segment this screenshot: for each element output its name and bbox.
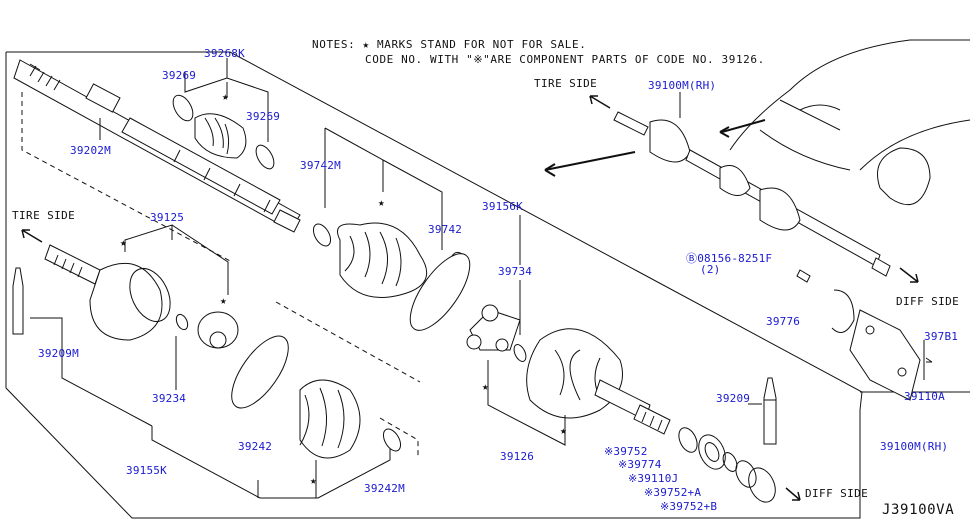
clip-39776 <box>831 289 855 333</box>
tire-side-label-top: TIRE SIDE <box>534 77 598 90</box>
part-label-39752-B[interactable]: ※39752+B <box>660 500 718 513</box>
part-label-39742[interactable]: 39742 <box>428 223 463 236</box>
part-label-39234[interactable]: 39234 <box>152 392 187 405</box>
grease-tube-39209 <box>763 377 777 445</box>
inner-race <box>197 311 239 349</box>
boot-39268K <box>172 94 275 170</box>
part-label-39774[interactable]: ※39774 <box>618 458 662 471</box>
grease-tube-39209M <box>12 267 24 335</box>
not-for-sale-star: ★ <box>378 196 386 209</box>
part-label-39242[interactable]: 39242 <box>238 440 273 453</box>
notes-line-2: CODE NO. WITH "※"ARE COMPONENT PARTS OF … <box>365 53 765 66</box>
part-label-39734[interactable]: 39734 <box>498 265 533 278</box>
diff-side-label-bottom: DIFF SIDE <box>805 487 869 500</box>
part-label-39242M[interactable]: 39242M <box>364 482 405 495</box>
diff-side-label-right: DIFF SIDE <box>896 295 960 308</box>
not-for-sale-star: ★ <box>222 90 230 103</box>
part-label-39126[interactable]: 39126 <box>500 450 535 463</box>
vehicle-sketch <box>729 39 971 206</box>
part-label-39269-a[interactable]: 39269 <box>162 69 197 82</box>
part-label-39125[interactable]: 39125 <box>150 211 185 224</box>
part-label-39100M-RH-side[interactable]: 39100M(RH) <box>880 440 949 453</box>
part-label-39742M[interactable]: 39742M <box>300 159 341 172</box>
not-for-sale-star: ★ <box>220 294 228 307</box>
part-label-39110A[interactable]: 39110A <box>904 390 945 403</box>
drive-shaft-39100M <box>613 111 891 277</box>
not-for-sale-star: ★ <box>120 236 128 249</box>
tire-side-label-left: TIRE SIDE <box>12 209 76 222</box>
not-for-sale-star: ★ <box>310 474 318 487</box>
part-label-39155K[interactable]: 39155K <box>126 464 167 477</box>
cv-joint-39125 <box>44 244 171 341</box>
part-label-39269-b[interactable]: 39269 <box>246 110 281 123</box>
bracket-397B1 <box>849 309 933 401</box>
shaft-39202M <box>13 59 301 233</box>
not-for-sale-star: ★ <box>560 424 568 437</box>
part-label-39156K[interactable]: 39156K <box>482 200 523 213</box>
part-label-39268K[interactable]: 39268K <box>204 47 245 60</box>
not-for-sale-star: ★ <box>482 380 490 393</box>
tripod-39734 <box>466 304 527 362</box>
part-label-08156-8251F[interactable]: Ⓑ08156-8251F <box>686 252 773 265</box>
part-label-39209M[interactable]: 39209M <box>38 347 79 360</box>
boot-39742M <box>312 222 471 331</box>
rings-39752-set <box>678 427 776 503</box>
part-label-39209[interactable]: 39209 <box>716 392 751 405</box>
part-label-39100M-RH-top[interactable]: 39100M(RH) <box>648 79 717 92</box>
diagram-code: J39100VA <box>882 502 955 518</box>
part-label-39752-A[interactable]: ※39752+A <box>644 486 702 499</box>
housing-39126 <box>526 328 671 435</box>
part-label-08156-qty: (2) <box>700 263 721 276</box>
part-label-39752[interactable]: ※39752 <box>604 445 648 458</box>
part-label-39776[interactable]: 39776 <box>766 315 801 328</box>
part-label-39110J[interactable]: ※39110J <box>628 472 679 485</box>
notes-line-1: NOTES: ★ MARKS STAND FOR NOT FOR SALE. <box>312 38 587 51</box>
part-label-397B1[interactable]: 397B1 <box>924 330 959 343</box>
boot-39242 <box>231 335 402 459</box>
part-label-39202M[interactable]: 39202M <box>70 144 111 157</box>
